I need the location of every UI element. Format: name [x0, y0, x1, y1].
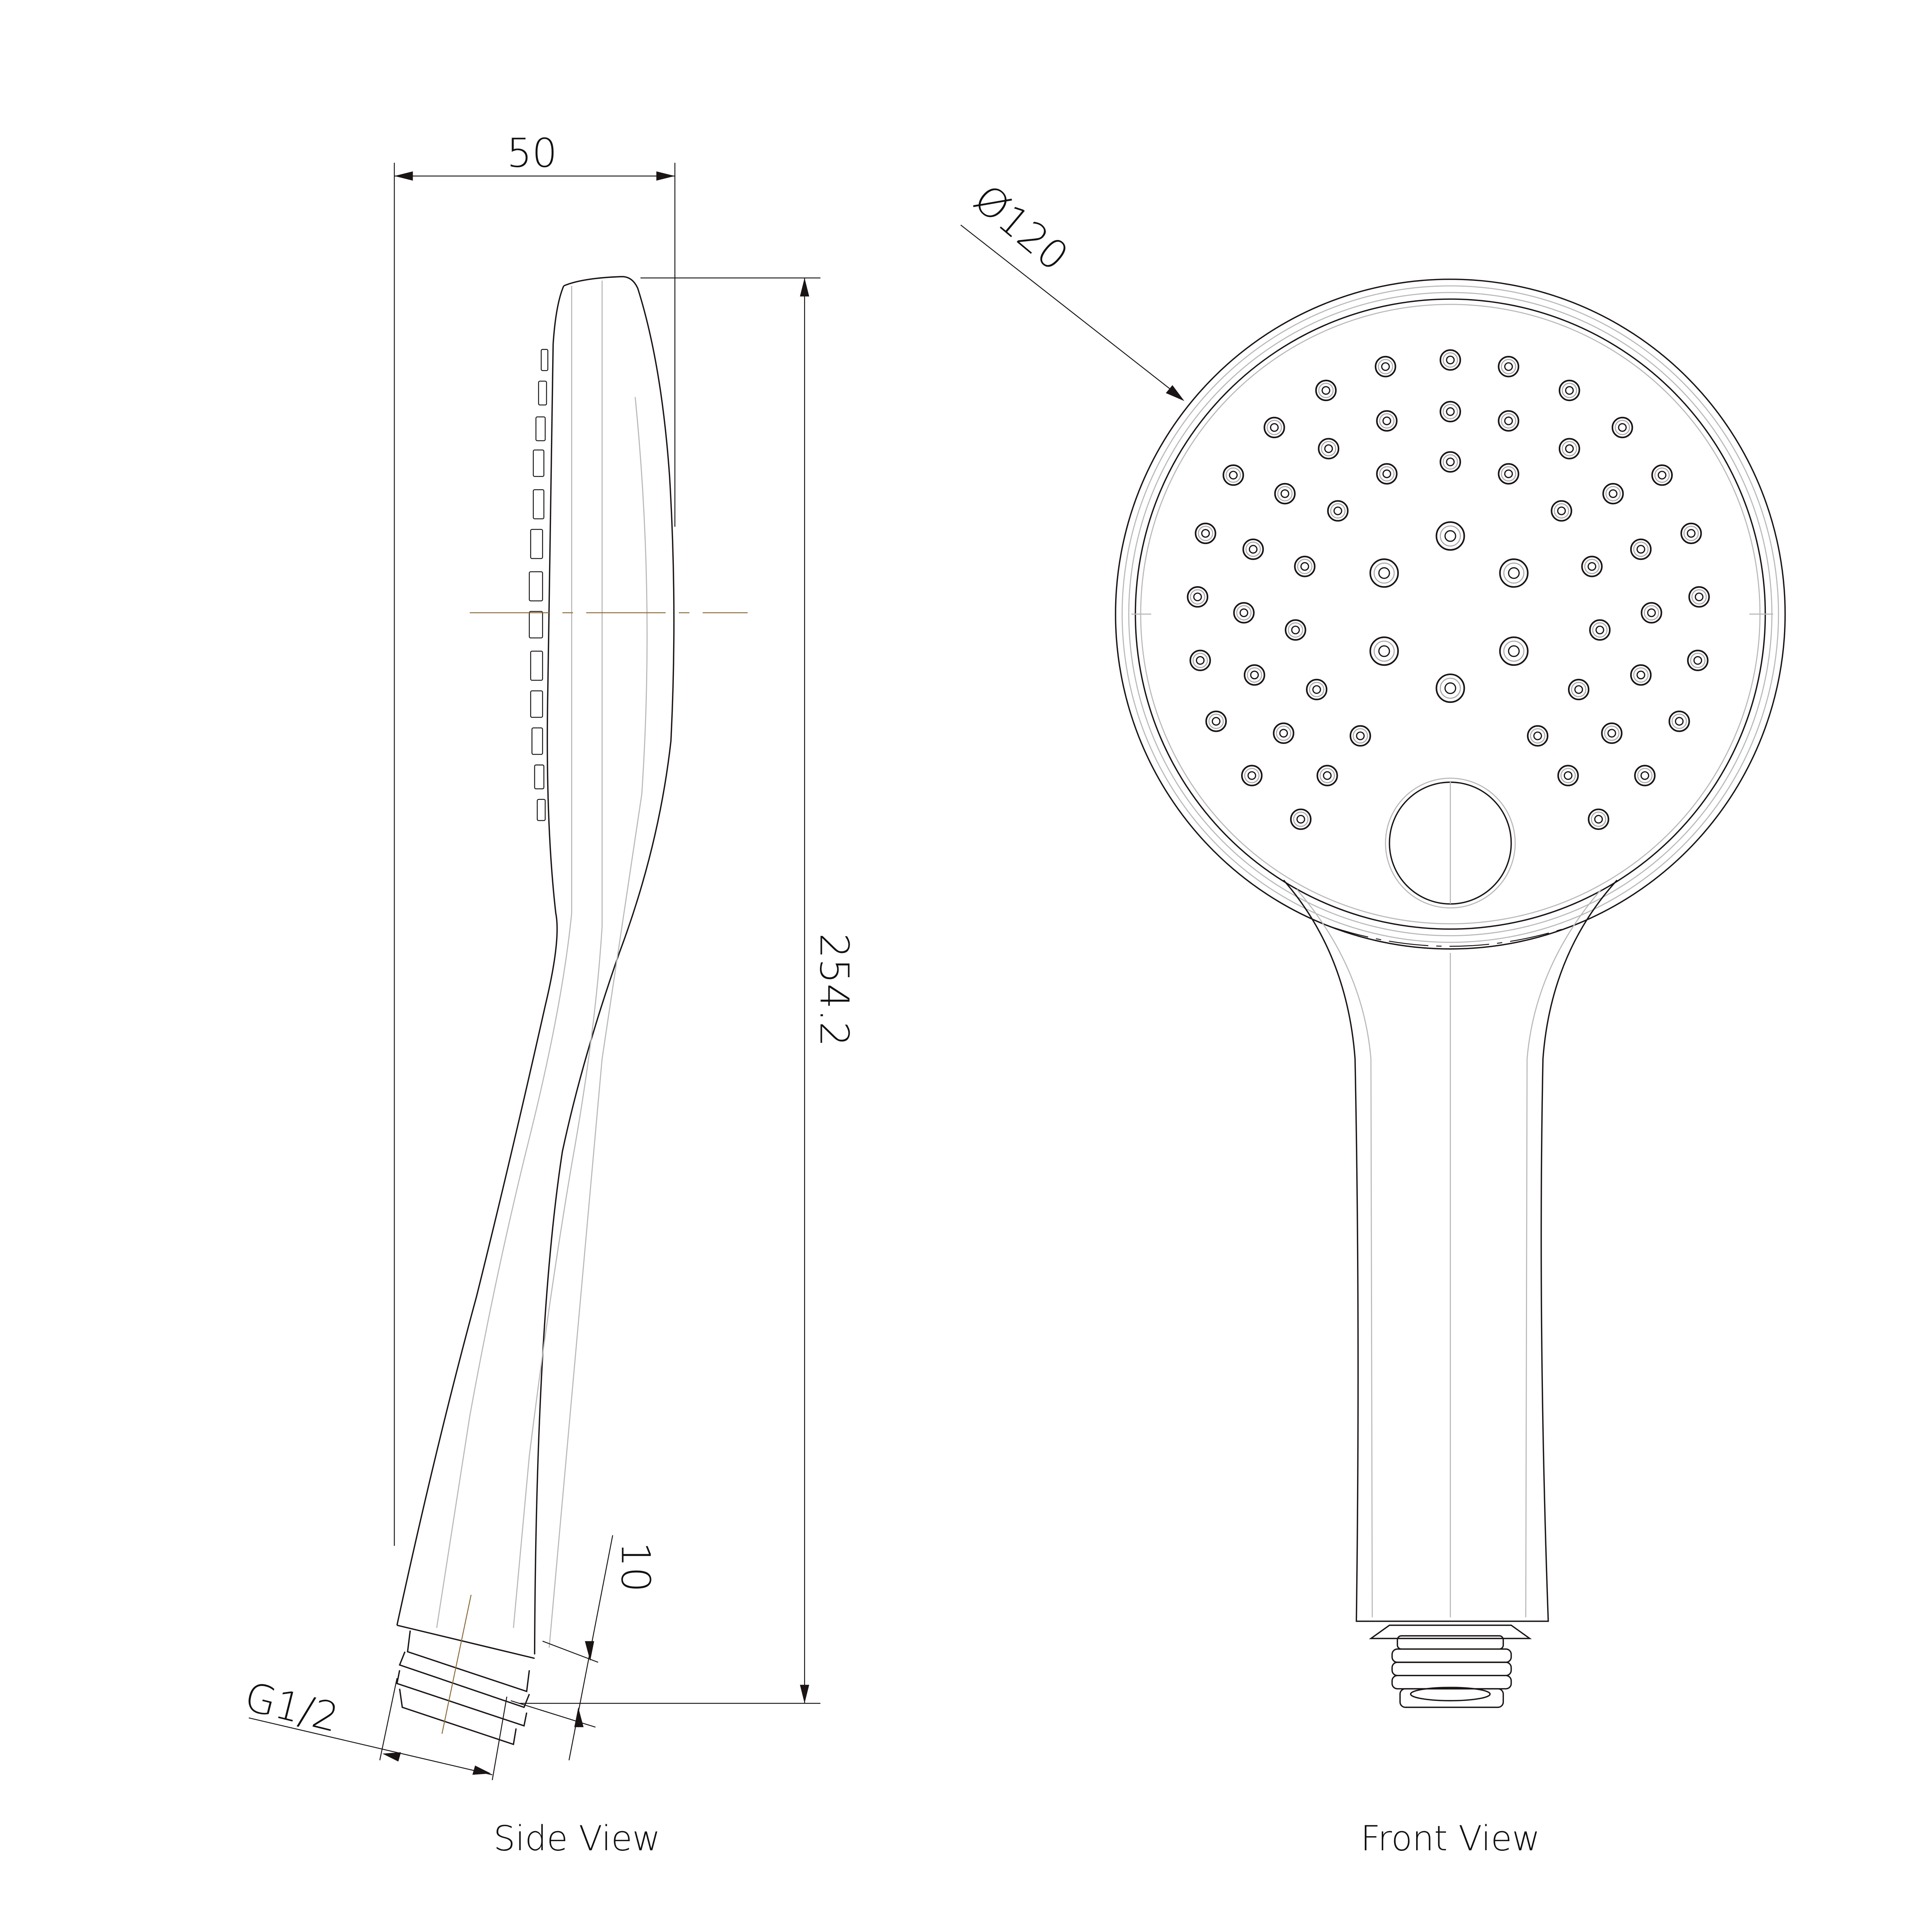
length-dimension: 254.2	[811, 933, 857, 1047]
spray-nozzles	[1187, 349, 1710, 830]
thread-length-dimension: 10	[612, 1542, 658, 1592]
side-view: 50 254.2	[240, 131, 857, 1859]
depth-dimension: 50	[507, 131, 557, 177]
side-view-title: Side View	[493, 1818, 660, 1858]
thread-spec-dimension: G1/2	[240, 1674, 343, 1742]
diameter-dimension: Ø120	[965, 176, 1077, 280]
side-nozzles	[529, 349, 549, 821]
front-view-title: Front View	[1361, 1818, 1540, 1858]
thread-fitting-front	[1369, 1624, 1532, 1708]
front-view: Ø120 Front View	[960, 176, 1786, 1858]
thread-fitting-side	[396, 1595, 530, 1745]
